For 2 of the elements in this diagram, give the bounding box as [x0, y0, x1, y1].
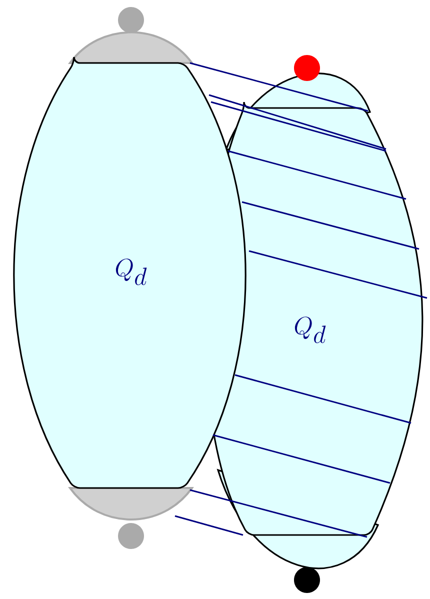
shape-label: $Q_d$	[116, 258, 147, 286]
shape-label: $Q_d$	[294, 316, 326, 344]
